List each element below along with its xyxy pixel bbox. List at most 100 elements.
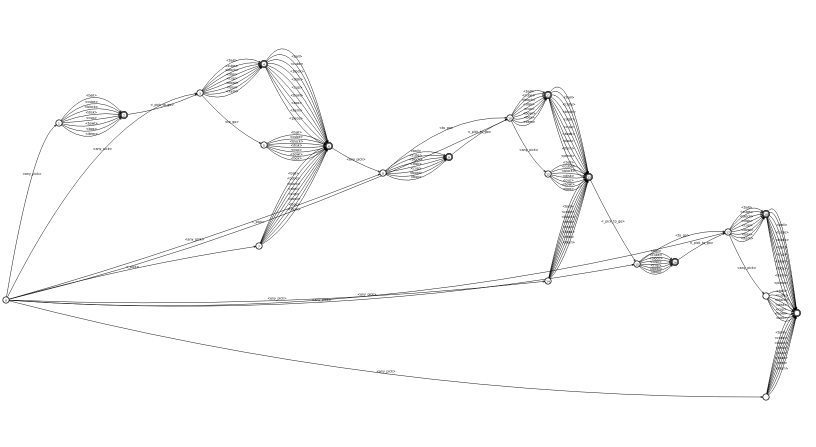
edge-label: <cube> bbox=[409, 153, 422, 157]
edge-line bbox=[60, 97, 122, 121]
edge-label: <bowl> bbox=[226, 81, 239, 85]
edge-line bbox=[767, 217, 797, 310]
edge-label: <item> bbox=[226, 90, 239, 94]
edge-arrowhead bbox=[323, 142, 327, 146]
edge-label: <_pick_to_go> bbox=[601, 220, 625, 224]
edge-arrowhead bbox=[669, 260, 673, 263]
edge-label: <box> bbox=[742, 232, 753, 236]
accept-ring bbox=[121, 112, 128, 119]
edge-line bbox=[729, 207, 764, 230]
state-node-n13: 13 bbox=[585, 173, 593, 181]
edge-line bbox=[767, 298, 795, 322]
state-label: 10 bbox=[508, 116, 512, 120]
edge-label: <disk> bbox=[562, 174, 574, 178]
edge-label: <bowl> bbox=[775, 312, 788, 316]
edge-label: <_pick_to_go> bbox=[150, 103, 174, 107]
edge-start-to-1: <any_pick> bbox=[6, 124, 57, 297]
edge-line bbox=[385, 159, 447, 181]
state-node-n10: 10 bbox=[506, 114, 514, 122]
edge-line bbox=[266, 134, 327, 145]
accept-ring bbox=[585, 174, 592, 181]
edge-line bbox=[260, 148, 328, 244]
edge-line bbox=[512, 98, 547, 123]
edge-line bbox=[202, 65, 261, 93]
edge-label: <bowl> bbox=[290, 93, 303, 97]
edge-4-6-6: <box> bbox=[266, 66, 328, 144]
edge-8-to-10: <to_go> bbox=[385, 116, 508, 172]
edge-arrowhead bbox=[377, 170, 381, 173]
state-node-n18: 18 bbox=[762, 210, 770, 218]
edge-arrowhead bbox=[670, 264, 673, 267]
edge-line bbox=[385, 159, 447, 177]
edge-line bbox=[767, 298, 795, 318]
edge-label: <any_pick> bbox=[93, 147, 113, 151]
edge-line bbox=[730, 217, 765, 239]
edge-label: <cup> bbox=[776, 351, 787, 355]
edge-line bbox=[766, 217, 797, 310]
state-node-n3: 3 bbox=[196, 89, 204, 97]
edge-label: <_pick_to_go> bbox=[468, 130, 492, 134]
edge-label: <cup> bbox=[563, 225, 574, 229]
edge-arrowhead bbox=[324, 140, 328, 144]
edge-arrowhead bbox=[377, 173, 381, 176]
edge-label: <disk> bbox=[226, 72, 238, 76]
edge-arrowhead bbox=[761, 291, 765, 295]
edge-label: <bowl> bbox=[650, 267, 663, 271]
edge-line bbox=[548, 180, 588, 279]
edge-line bbox=[261, 149, 328, 245]
edge-label: <block> bbox=[740, 215, 754, 219]
edge-15-16-6: <box> bbox=[639, 264, 673, 275]
state-node-n5: 5 bbox=[260, 141, 268, 149]
edge-15-16-1: <cube> bbox=[639, 253, 673, 263]
edge-21-20-0: <ball> bbox=[766, 312, 795, 394]
edge-line bbox=[549, 86, 589, 174]
state-node-n7: 7 bbox=[255, 242, 263, 250]
edge-17-18-0: <ball> bbox=[729, 206, 764, 230]
edge-line bbox=[266, 54, 329, 143]
accept-ring bbox=[445, 154, 452, 161]
accept-ring bbox=[762, 211, 769, 218]
edge-label: <cube> bbox=[562, 103, 575, 107]
edge-arrowhead bbox=[542, 94, 546, 98]
edge-label: <to_go> bbox=[439, 126, 453, 130]
edge-line bbox=[511, 120, 546, 173]
edge-label: <box> bbox=[776, 267, 787, 271]
edge-line bbox=[766, 315, 796, 394]
edge-line bbox=[62, 115, 121, 124]
edge-label: <disk> bbox=[775, 346, 787, 350]
edge-line bbox=[9, 173, 381, 300]
edge-line bbox=[512, 95, 545, 116]
edge-7-6-0: <ball> bbox=[259, 146, 327, 244]
edge-label: <item> bbox=[776, 366, 789, 370]
edge-1-2-2: <block> bbox=[61, 105, 122, 122]
state-node-n15: 15 bbox=[633, 260, 641, 268]
edge-arrowhead bbox=[118, 114, 122, 118]
edge-line bbox=[729, 234, 764, 294]
edge-line bbox=[550, 91, 589, 174]
edge-label: <item> bbox=[85, 132, 98, 136]
edge-label: <item> bbox=[288, 207, 301, 211]
state-label: 7 bbox=[258, 244, 260, 248]
edge-label: <any_pick> bbox=[519, 148, 539, 152]
edge-label: <block> bbox=[649, 257, 663, 261]
edge-label: <cube> bbox=[775, 294, 788, 298]
edge-line bbox=[512, 96, 546, 117]
edge-line bbox=[62, 116, 121, 127]
edge-arrowhead bbox=[792, 307, 796, 311]
edge-label: <cup> bbox=[86, 116, 97, 120]
edge-label: <bowl> bbox=[741, 228, 754, 232]
state-circle bbox=[633, 260, 641, 268]
edge-19-20-1: <cube> bbox=[769, 294, 796, 311]
edge-label: <box> bbox=[289, 202, 300, 206]
edge-arrowhead bbox=[542, 90, 546, 94]
edge-arrowhead bbox=[543, 169, 546, 173]
edge-arrowhead bbox=[542, 96, 546, 99]
edge-line bbox=[767, 316, 797, 395]
edge-line bbox=[549, 98, 588, 174]
edge-label: <box> bbox=[563, 139, 574, 143]
edge-arrowhead bbox=[544, 97, 547, 101]
edge-label: <ball> bbox=[523, 89, 534, 93]
edge-line bbox=[260, 148, 328, 244]
edge-label: <bowl> bbox=[775, 356, 788, 360]
